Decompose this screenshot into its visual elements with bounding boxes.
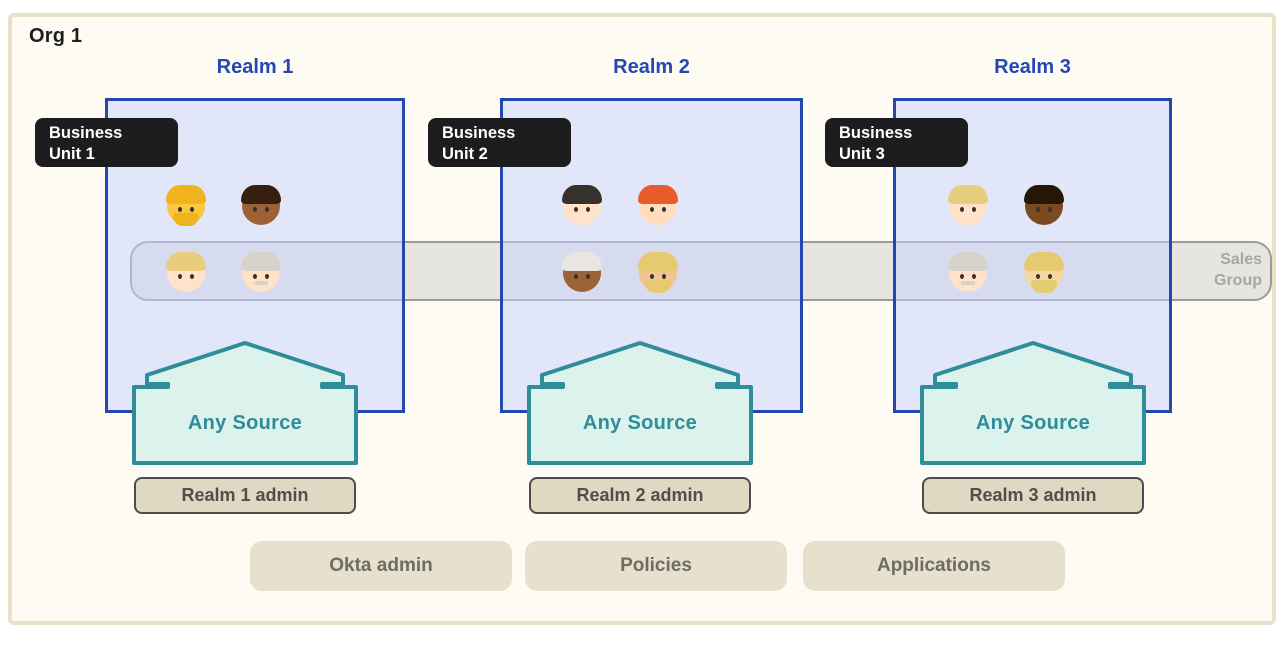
any-source-house-icon <box>527 341 753 465</box>
business-unit-1-line2: Unit 1 <box>49 145 95 164</box>
person-avatar-icon <box>1024 185 1064 225</box>
realm-3-title: Realm 3 <box>994 56 1071 78</box>
person-avatar-icon <box>638 252 678 293</box>
realm-3-admin-button: Realm 3 admin <box>922 477 1144 514</box>
any-source-label: Any Source <box>187 412 303 434</box>
person-avatar-icon <box>166 185 206 226</box>
any-source-label: Any Source <box>582 412 698 434</box>
business-unit-3-line2: Unit 3 <box>839 145 885 164</box>
realm-1-admin-button: Realm 1 admin <box>134 477 356 514</box>
sales-group-label-line2: Group <box>1214 272 1262 289</box>
any-source-label: Any Source <box>975 412 1091 434</box>
okta-admin-button: Okta admin <box>250 541 512 591</box>
person-avatar-icon <box>562 185 602 225</box>
person-avatar-icon <box>241 185 281 225</box>
realm-2-title: Realm 2 <box>613 56 690 78</box>
person-avatar-icon <box>638 185 678 225</box>
sales-group-label-line1: Sales <box>1220 251 1262 268</box>
person-avatar-icon <box>166 252 206 292</box>
any-source-house-icon <box>920 341 1146 465</box>
business-unit-1-line1: Business <box>49 124 123 142</box>
business-unit-3-line1: Business <box>839 124 913 142</box>
business-unit-2-line1: Business <box>442 124 516 142</box>
org-label: Org 1 <box>29 25 83 47</box>
person-avatar-icon <box>1024 252 1064 293</box>
sales-group-label: Sales Group <box>1178 249 1262 291</box>
realm-1-title: Realm 1 <box>216 56 294 78</box>
realm-2-admin-button: Realm 2 admin <box>529 477 751 514</box>
applications-button: Applications <box>803 541 1065 591</box>
business-unit-3-tag: Business Unit 3 <box>825 118 968 167</box>
business-unit-2-tag: Business Unit 2 <box>428 118 571 167</box>
business-unit-1-tag: Business Unit 1 <box>35 118 178 167</box>
policies-button: Policies <box>525 541 787 591</box>
person-avatar-icon <box>948 252 988 292</box>
person-avatar-icon <box>241 252 281 292</box>
person-avatar-icon <box>562 252 602 292</box>
business-unit-2-line2: Unit 2 <box>442 145 488 164</box>
person-avatar-icon <box>948 185 988 225</box>
any-source-house-icon <box>132 341 358 465</box>
